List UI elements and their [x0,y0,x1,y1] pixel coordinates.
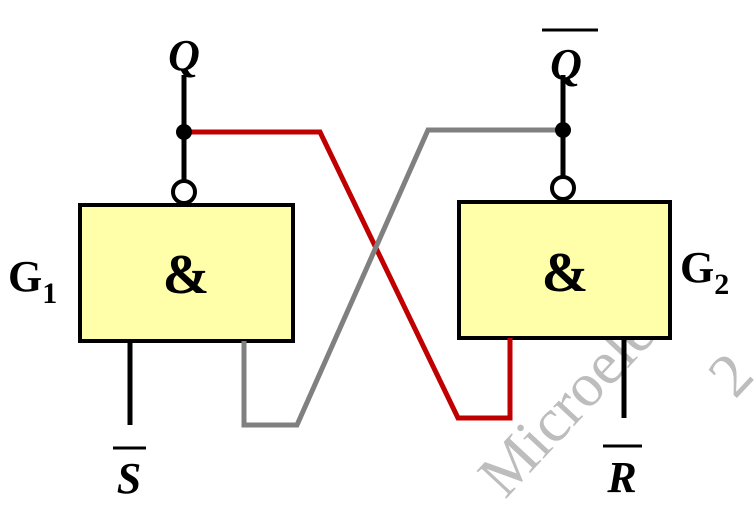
gate-g2-label-main: G [680,243,714,292]
gate-g1-label-main: G [8,252,42,301]
feedback-wire-q [184,129,513,421]
gate-g1-label-sub: 1 [42,277,57,310]
gate-g2-body [457,200,672,340]
gate-g2-inversion-bubble [550,175,576,201]
watermark-digit: 2 [696,341,756,410]
gate-g2-label: G2 [680,243,729,301]
gate-g1-inversion-bubble [171,179,197,205]
q-bar-label: Q [550,40,582,89]
gate-g2-label-sub: 2 [714,268,729,301]
q-bar-junction-dot [555,122,571,138]
feedback-wire-q-bar [241,127,563,428]
s-bar-label: S [117,454,141,503]
q-label: Q [168,31,200,80]
r-bar-label: R [606,453,636,502]
q-junction-dot [176,124,192,140]
gate-g2-symbol: & [542,242,589,304]
gate-g1-symbol: & [163,244,210,306]
gate-g1-body [78,203,295,343]
gate-g1-label: G1 [8,252,57,310]
